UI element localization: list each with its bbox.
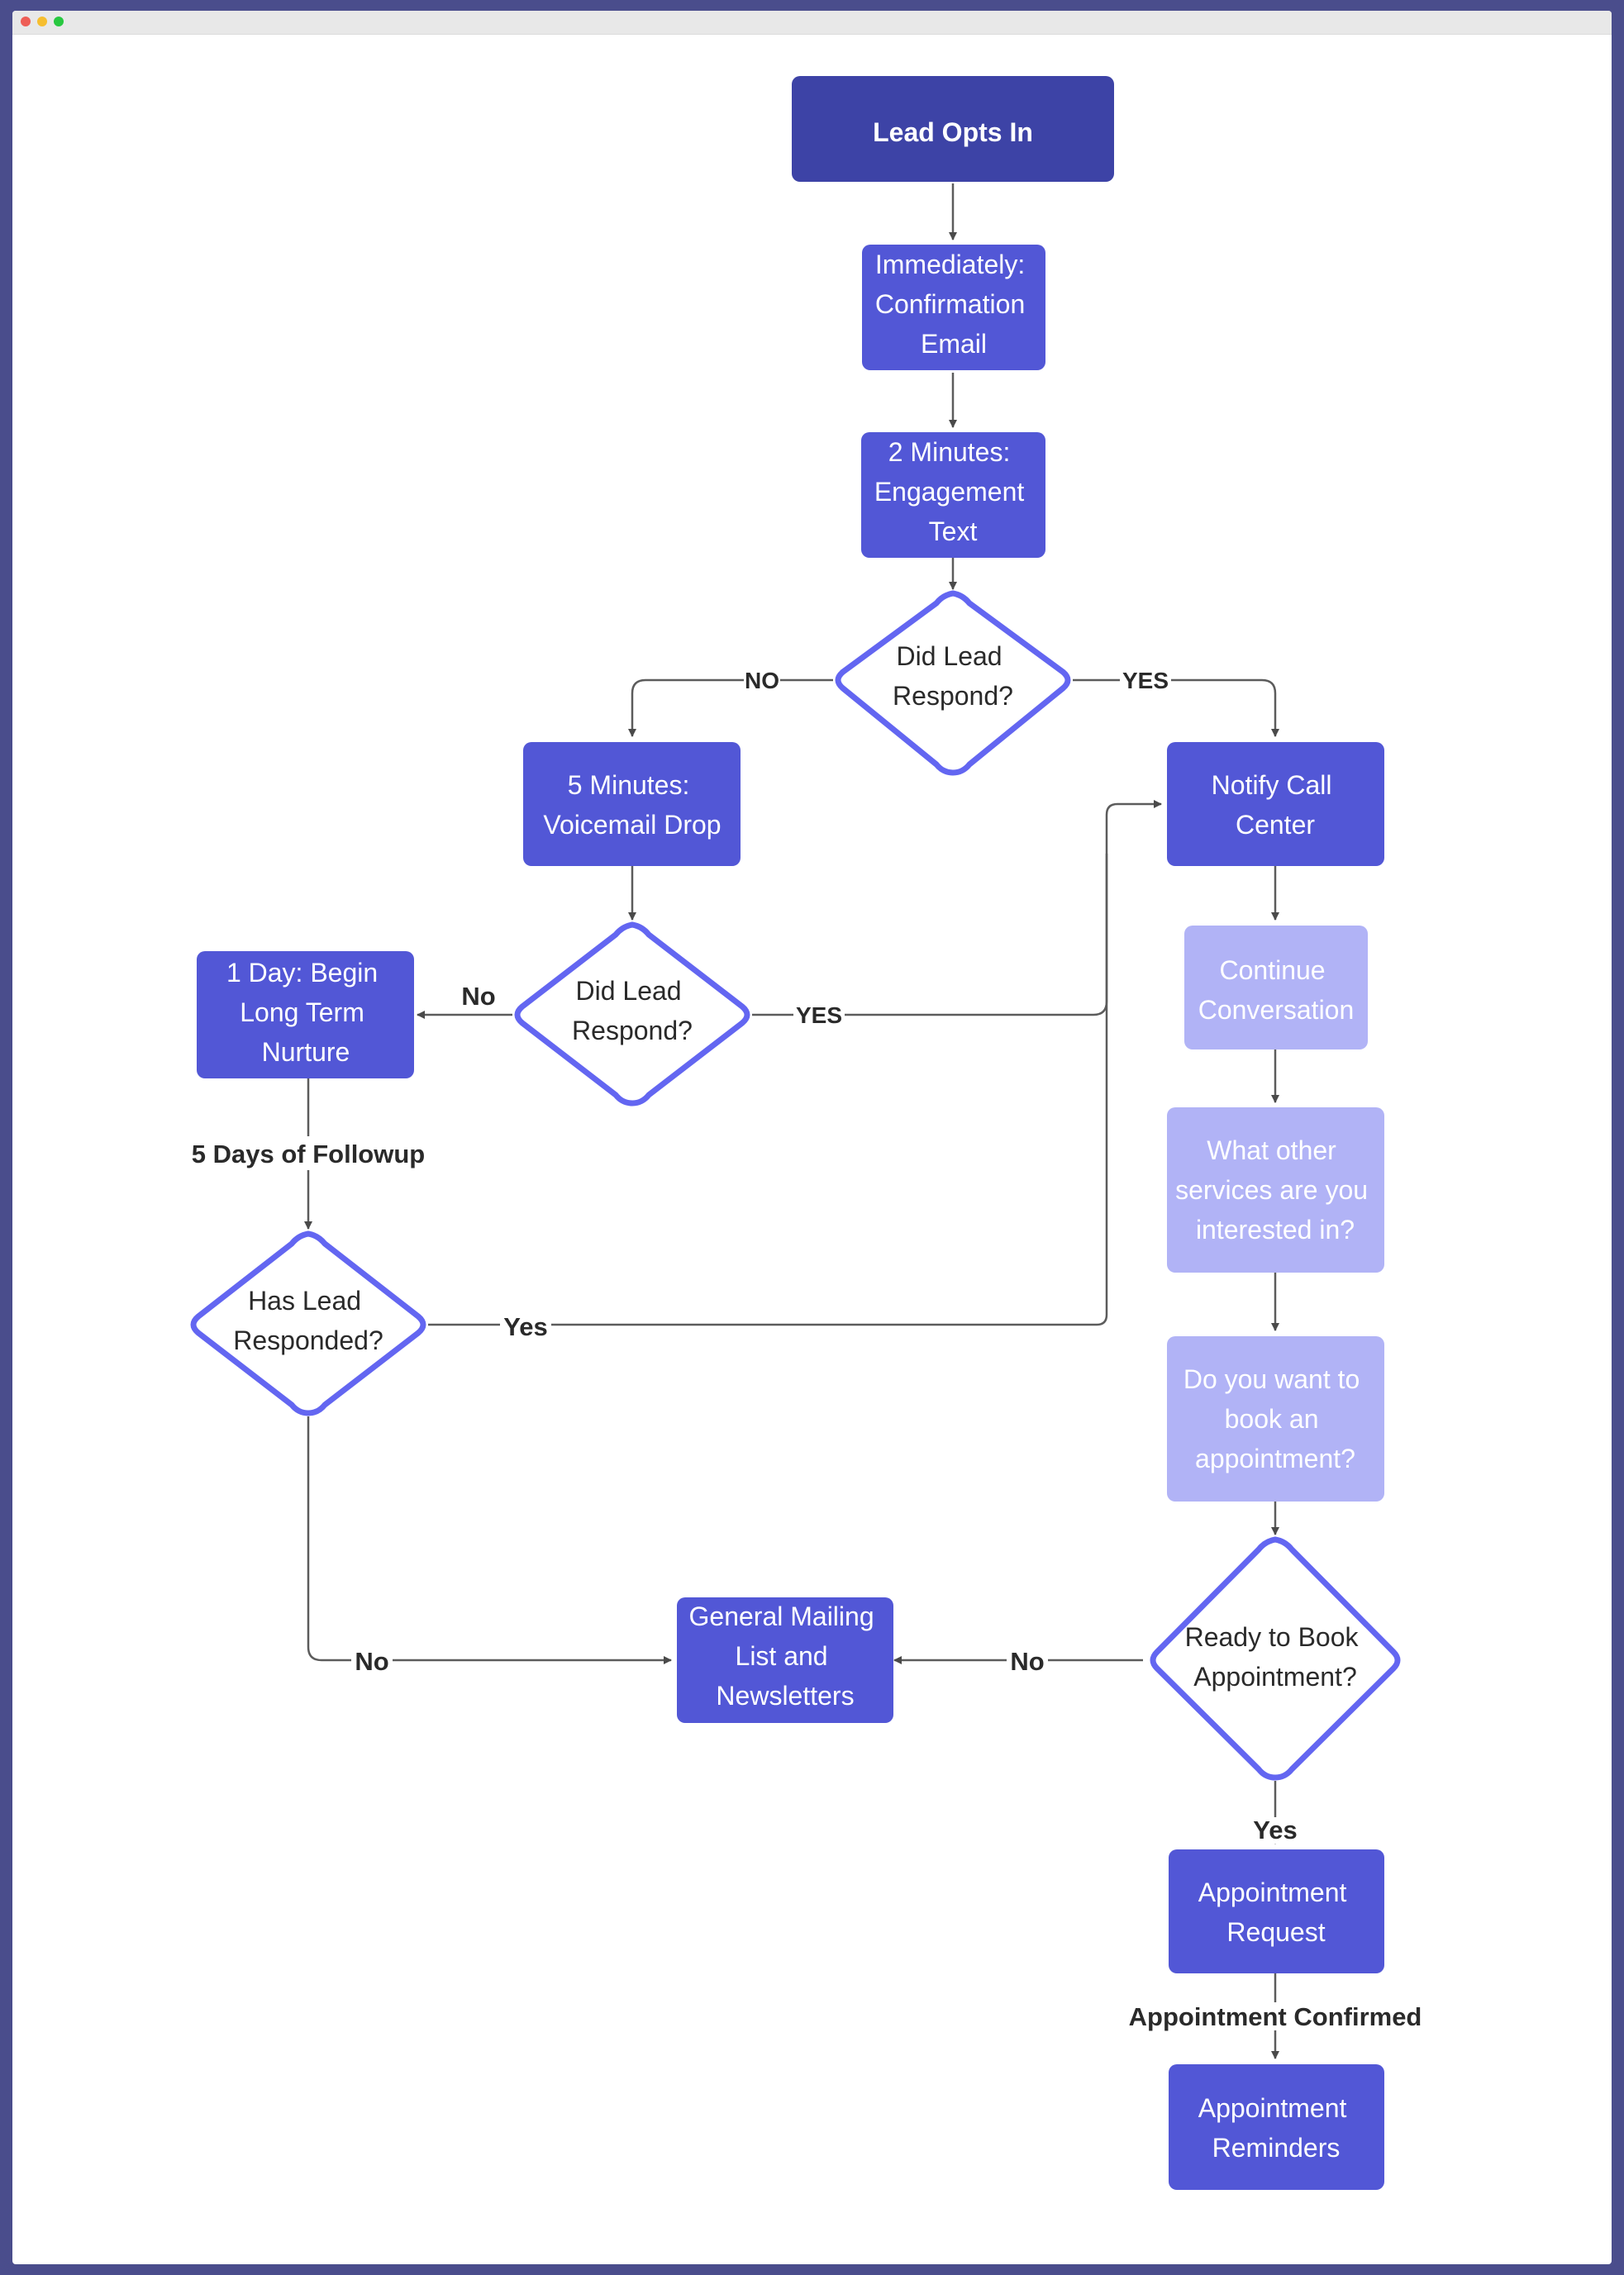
edge-label-yes-2: YES <box>796 1002 842 1028</box>
node-voicemail-drop-label: 5 Minutes: Voicemail Drop <box>543 770 721 840</box>
node-general-mailing-label: General Mailing List and Newsletters <box>689 1602 882 1711</box>
node-long-term-nurture[interactable]: 1 Day: Begin Long Term Nurture <box>197 951 414 1078</box>
minimize-icon[interactable] <box>37 17 47 26</box>
node-did-lead-respond-2[interactable]: Did Lead Respond? <box>514 921 750 1107</box>
node-engagement-text-label: 2 Minutes: Engagement Text <box>874 437 1031 546</box>
node-ready-to-book-label: Ready to Book Appointment? <box>1185 1622 1366 1692</box>
node-other-services[interactable]: What other services are you interested i… <box>1167 1107 1384 1273</box>
node-appointment-request[interactable]: Appointment Request <box>1169 1849 1384 1973</box>
node-general-mailing[interactable]: General Mailing List and Newsletters <box>677 1597 893 1723</box>
window-titlebar <box>12 11 1612 35</box>
node-continue-conversation[interactable]: Continue Conversation <box>1184 926 1368 1049</box>
node-ready-to-book[interactable]: Ready to Book Appointment? <box>1150 1536 1401 1781</box>
edge-label-no-4: No <box>1010 1647 1044 1676</box>
edge-label-yes-4: Yes <box>1253 1816 1297 1844</box>
edge-label-no-3: No <box>355 1647 388 1676</box>
node-did-lead-respond-2-label: Did Lead Respond? <box>572 976 693 1045</box>
node-other-services-label: What other services are you interested i… <box>1175 1135 1375 1245</box>
edge-label-no-2: No <box>461 982 495 1011</box>
node-lead-opts-in[interactable]: Lead Opts In <box>792 76 1114 182</box>
close-icon[interactable] <box>21 17 31 26</box>
flowchart-window: Lead Opts In Immediately: Confirmation E… <box>12 11 1612 2264</box>
node-voicemail-drop[interactable]: 5 Minutes: Voicemail Drop <box>523 742 741 866</box>
edge-label-followup: 5 Days of Followup <box>192 1140 425 1168</box>
node-appointment-reminders[interactable]: Appointment Reminders <box>1169 2064 1384 2190</box>
node-notify-call-center-label: Notify Call Center <box>1212 770 1340 840</box>
edge-decision1-yes <box>1073 678 1279 737</box>
edge-decision3-no <box>307 1416 672 1664</box>
node-engagement-text[interactable]: 2 Minutes: Engagement Text <box>861 432 1045 558</box>
node-confirmation-email[interactable]: Immediately: Confirmation Email <box>862 245 1045 370</box>
edge-label-yes-1: YES <box>1122 668 1169 693</box>
edge-label-yes-3: Yes <box>503 1312 547 1341</box>
node-has-lead-responded[interactable]: Has Lead Responded? <box>190 1230 426 1416</box>
node-continue-conversation-label: Continue Conversation <box>1198 955 1355 1025</box>
edge-label-no-1: NO <box>745 668 779 693</box>
node-notify-call-center[interactable]: Notify Call Center <box>1167 742 1384 866</box>
node-appointment-reminders-label: Appointment Reminders <box>1198 2093 1355 2163</box>
node-did-lead-respond-1[interactable]: Did Lead Respond? <box>835 590 1071 776</box>
edge-label-appointment-confirmed: Appointment Confirmed <box>1129 2002 1422 2031</box>
node-book-appointment-question[interactable]: Do you want to book an appointment? <box>1167 1336 1384 1502</box>
edge-decision1-no <box>628 678 833 737</box>
maximize-icon[interactable] <box>54 17 64 26</box>
node-confirmation-email-label: Immediately: Confirmation Email <box>875 250 1032 359</box>
node-appointment-request-label: Appointment Request <box>1198 1878 1355 1947</box>
node-long-term-nurture-label: 1 Day: Begin Long Term Nurture <box>226 958 385 1067</box>
node-has-lead-responded-label: Has Lead Responded? <box>233 1286 383 1355</box>
node-lead-opts-in-label: Lead Opts In <box>873 117 1033 147</box>
edge-decision2-yes <box>752 800 1162 1016</box>
edge-decision3-yes <box>428 854 1108 1326</box>
flowchart-canvas: Lead Opts In Immediately: Confirmation E… <box>178 76 1422 2190</box>
node-did-lead-respond-1-label: Did Lead Respond? <box>893 641 1013 711</box>
node-book-appointment-question-label: Do you want to book an appointment? <box>1183 1364 1367 1473</box>
